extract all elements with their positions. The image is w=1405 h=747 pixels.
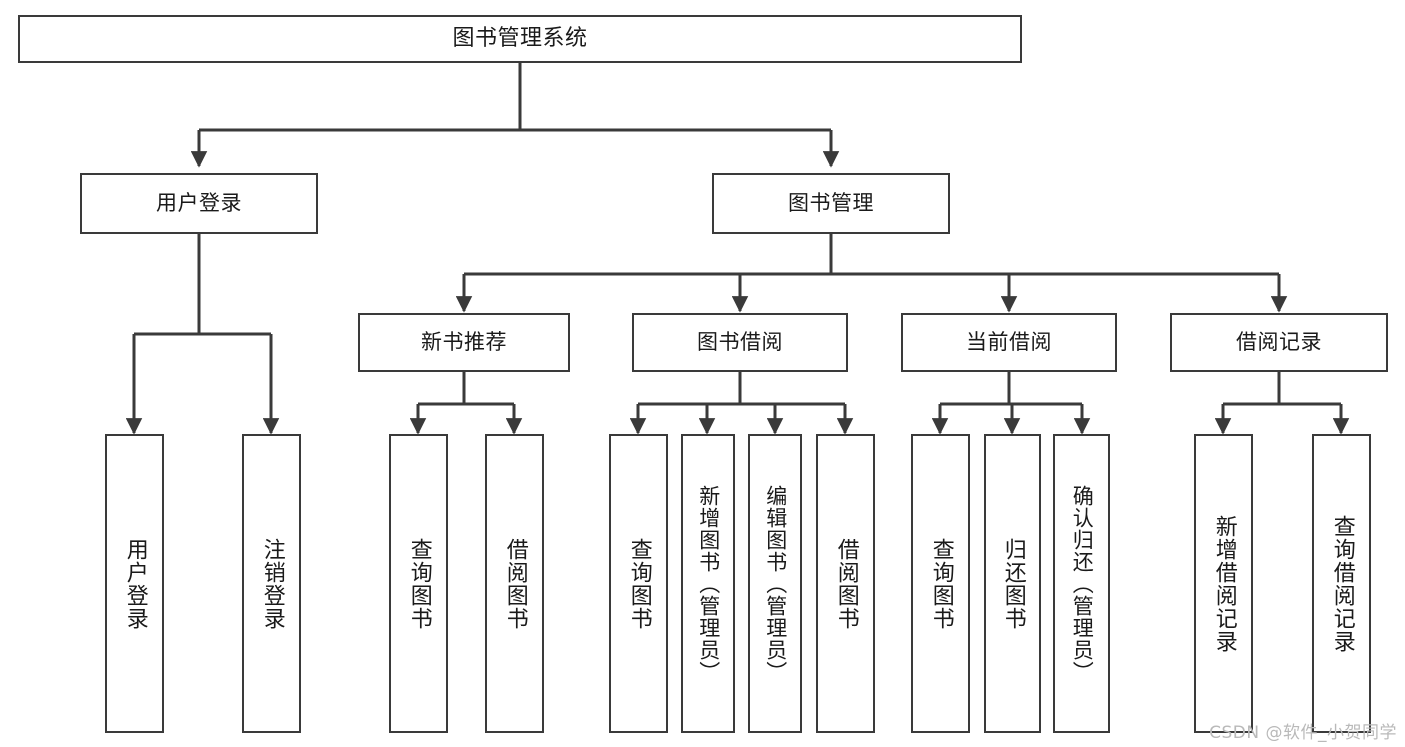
node-leaf-query-book-recommend[interactable]: 查询图书: [389, 434, 448, 733]
node-new-book-recommend[interactable]: 新书推荐: [358, 313, 570, 372]
node-label: 归还图书: [1000, 537, 1026, 630]
node-borrow-record[interactable]: 借阅记录: [1170, 313, 1388, 372]
node-current-borrow[interactable]: 当前借阅: [901, 313, 1117, 372]
node-label: 查询图书: [626, 537, 652, 630]
node-label: 编辑图书（管理员）: [763, 484, 788, 683]
node-label: 图书借阅: [697, 330, 783, 355]
node-label: 借阅图书: [833, 537, 859, 630]
node-book-borrow[interactable]: 图书借阅: [632, 313, 848, 372]
node-label: 用户登录: [156, 191, 242, 216]
node-label: 借阅图书: [502, 537, 528, 630]
node-leaf-edit-book-admin[interactable]: 编辑图书（管理员）: [748, 434, 802, 733]
node-label: 借阅记录: [1236, 330, 1322, 355]
node-leaf-query-book-current[interactable]: 查询图书: [911, 434, 970, 733]
node-label: 查询图书: [928, 537, 954, 630]
node-book-management[interactable]: 图书管理: [712, 173, 950, 234]
node-leaf-return-book[interactable]: 归还图书: [984, 434, 1041, 733]
node-leaf-borrow-book-recommend[interactable]: 借阅图书: [485, 434, 544, 733]
node-label: 当前借阅: [966, 330, 1052, 355]
node-leaf-query-book-borrow[interactable]: 查询图书: [609, 434, 668, 733]
node-user-login[interactable]: 用户登录: [80, 173, 318, 234]
node-label: 查询借阅记录: [1329, 514, 1355, 653]
node-label: 用户登录: [122, 537, 148, 630]
csdn-watermark: CSDN @软件_小贺同学: [1209, 723, 1397, 743]
node-leaf-logout[interactable]: 注销登录: [242, 434, 301, 733]
node-leaf-add-book-admin[interactable]: 新增图书（管理员）: [681, 434, 735, 733]
node-label: 注销登录: [259, 537, 285, 630]
node-label: 图书管理: [788, 191, 874, 216]
node-leaf-confirm-return-admin[interactable]: 确认归还（管理员）: [1053, 434, 1110, 733]
node-label: 新书推荐: [421, 330, 507, 355]
node-label: 确认归还（管理员）: [1070, 484, 1095, 683]
node-label: 图书管理系统: [452, 26, 588, 52]
node-root-book-management-system[interactable]: 图书管理系统: [18, 15, 1022, 63]
node-leaf-user-login[interactable]: 用户登录: [105, 434, 164, 733]
node-leaf-query-borrow-record[interactable]: 查询借阅记录: [1312, 434, 1371, 733]
node-label: 新增借阅记录: [1211, 514, 1237, 653]
node-leaf-add-borrow-record[interactable]: 新增借阅记录: [1194, 434, 1253, 733]
node-leaf-borrow-book[interactable]: 借阅图书: [816, 434, 875, 733]
node-label: 查询图书: [406, 537, 432, 630]
node-label: 新增图书（管理员）: [696, 484, 721, 683]
